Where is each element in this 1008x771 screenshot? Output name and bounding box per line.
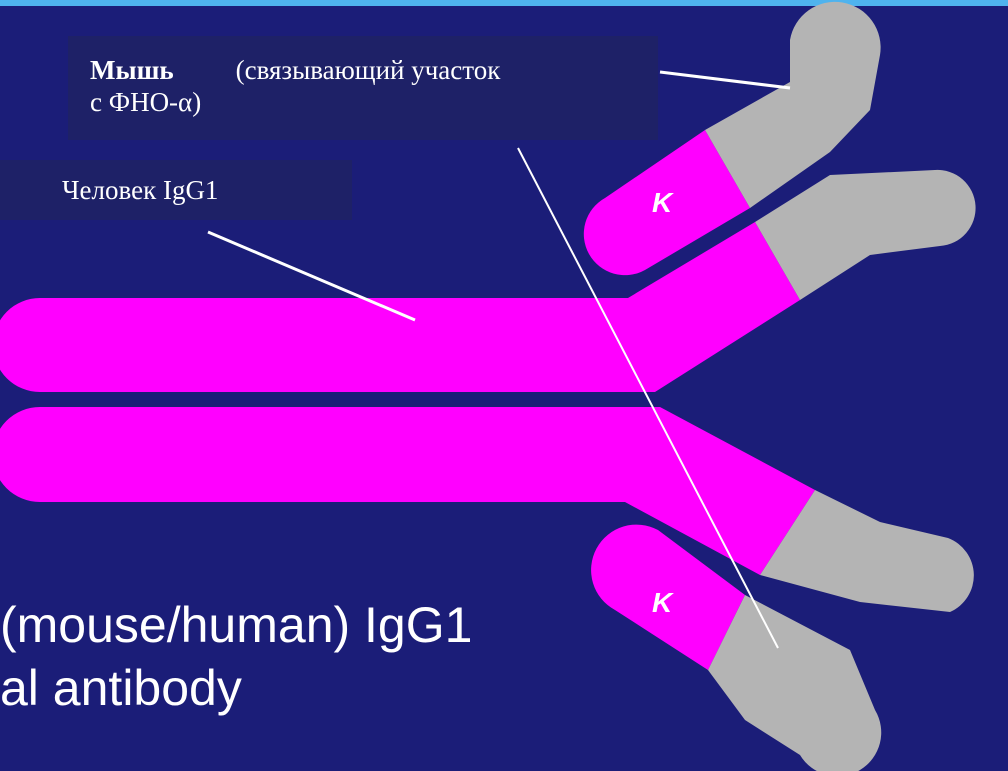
human-label-box: Человек IgG1 — [0, 160, 352, 220]
kappa-label-bottom: K — [652, 587, 674, 618]
mouse-pointer-line — [660, 72, 790, 88]
light-chain-bottom-mouse-region — [708, 595, 881, 771]
caption-line2: al antibody — [0, 660, 242, 716]
mouse-label-bold: Мышь — [90, 55, 174, 85]
mouse-label-line1: Мышь (связывающий участок — [90, 54, 658, 86]
kappa-label-top: K — [652, 187, 674, 218]
mouse-label-desc: (связывающий участок — [236, 55, 501, 85]
heavy-chain-lower — [0, 407, 974, 612]
human-label: Человек IgG1 — [62, 175, 218, 205]
heavy-chain-lower-human-region — [0, 407, 815, 575]
caption-line1: (mouse/human) IgG1 — [0, 597, 472, 653]
mouse-label-box: Мышь (связывающий участок с ФНО-α) — [68, 36, 658, 140]
mouse-label-line2: с ФНО-α) — [90, 86, 658, 118]
